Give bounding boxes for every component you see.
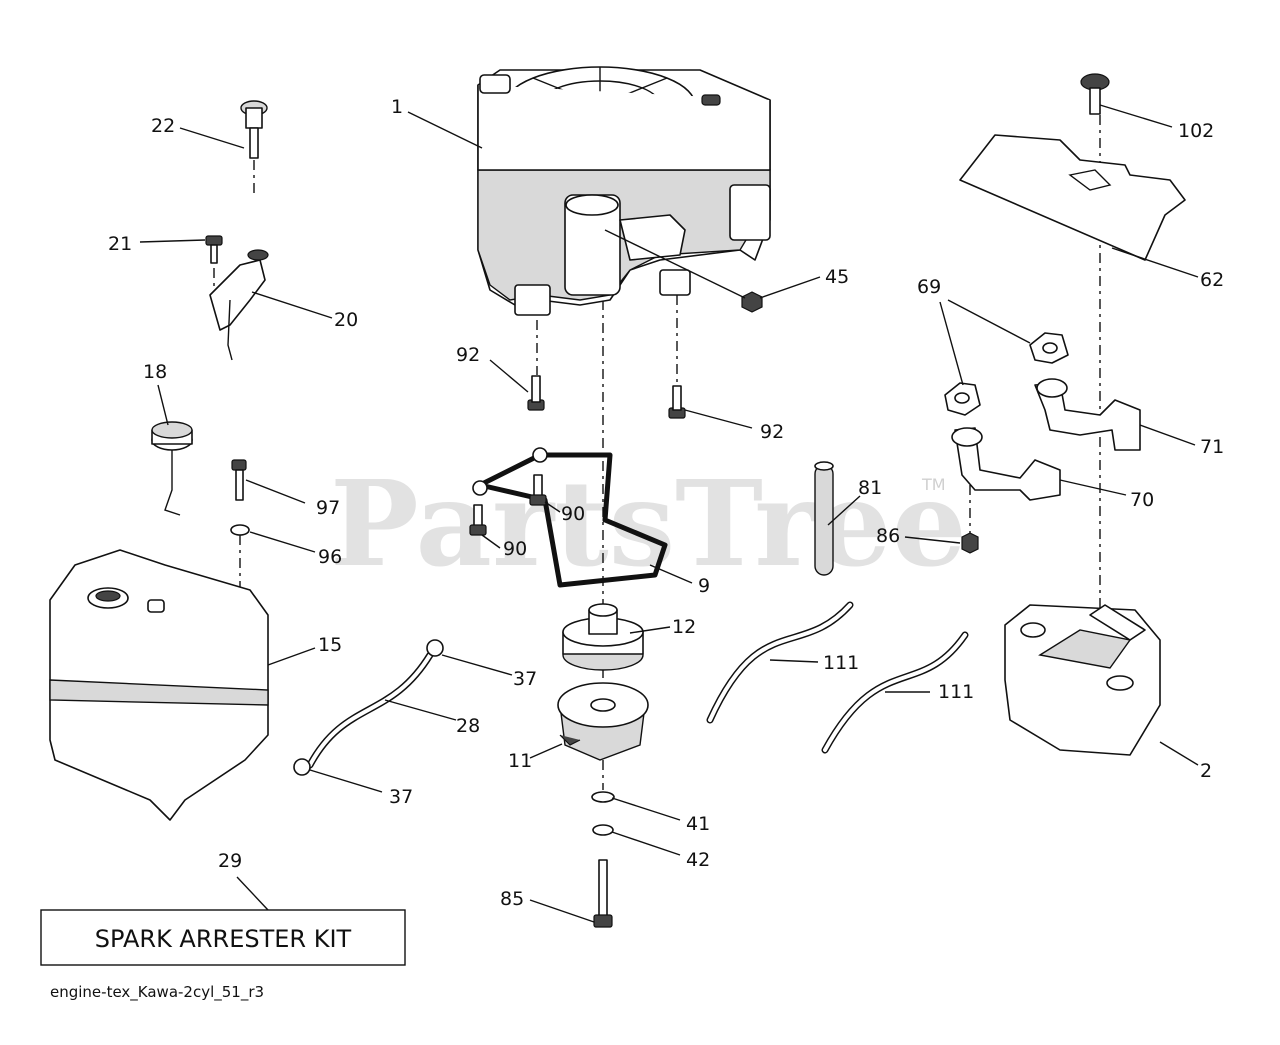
- callout-92-right: 92: [760, 421, 784, 443]
- callout-71: 71: [1200, 436, 1224, 458]
- engine-bolt-left: [527, 375, 545, 411]
- callout-18: 18: [143, 361, 167, 383]
- tank-screw: [231, 459, 247, 501]
- callout-20: 20: [334, 309, 358, 331]
- callout-70: 70: [1130, 489, 1154, 511]
- exhaust-gasket-right: [1029, 332, 1069, 364]
- callout-15: 15: [318, 634, 342, 656]
- hose-111-right: [821, 631, 969, 754]
- leader-lines: [139, 104, 1199, 923]
- bracket-bolt-left: [469, 504, 487, 536]
- callout-92-left: 92: [456, 344, 480, 366]
- callout-28: 28: [456, 715, 480, 737]
- callout-69: 69: [917, 276, 941, 298]
- callout-41: 41: [686, 813, 710, 835]
- choke-knob: [240, 100, 268, 159]
- exhaust-pipe-71: [1034, 382, 1141, 451]
- lock-washer-42: [592, 824, 614, 836]
- watermark-text: PartsTree: [330, 454, 967, 593]
- diagram-file-name: engine-tex_Kawa-2cyl_51_r3: [50, 983, 264, 1002]
- watermark-trademark: TM: [921, 475, 946, 494]
- callout-42: 42: [686, 849, 710, 871]
- shield-knob: [1080, 73, 1110, 115]
- exhaust-pipe-70: [954, 427, 1061, 501]
- hose-clamp-bottom: [293, 758, 311, 776]
- engine-pulley: [562, 603, 644, 671]
- callout-111-left: 111: [823, 652, 859, 674]
- callout-12: 12: [672, 616, 696, 638]
- clutch-bolt: [593, 859, 613, 928]
- engine-nut: [741, 291, 763, 313]
- hose-111-left: [706, 601, 854, 724]
- callout-90-left: 90: [503, 538, 527, 560]
- callout-21: 21: [108, 233, 132, 255]
- engine: [477, 66, 771, 316]
- callout-81: 81: [858, 477, 882, 499]
- callout-labels: 1 2 9 11 12 15 18 20 21 22 28 29 37 37 4…: [108, 96, 1224, 910]
- muffler-nut: [961, 532, 979, 554]
- callout-86: 86: [876, 525, 900, 547]
- callout-37-top: 37: [513, 668, 537, 690]
- callout-11: 11: [508, 750, 532, 772]
- callout-37-bottom: 37: [389, 786, 413, 808]
- callout-62: 62: [1200, 269, 1224, 291]
- fuel-hose: [306, 651, 434, 769]
- tank-washer: [230, 524, 250, 536]
- hose-clamp-top: [426, 639, 444, 657]
- control-bolt: [205, 235, 223, 264]
- heat-shield: [959, 134, 1186, 261]
- callout-2: 2: [1200, 760, 1212, 782]
- bracket-bolt-right: [529, 474, 547, 506]
- callout-97: 97: [316, 497, 340, 519]
- fuel-tank: [49, 549, 269, 821]
- engine-bolt-right: [668, 385, 686, 419]
- callout-22: 22: [151, 115, 175, 137]
- spark-arrester-kit-box: [40, 909, 406, 966]
- spark-arrester-kit-label: SPARK ARRESTER KIT: [95, 925, 352, 953]
- electric-pto-clutch: [557, 682, 649, 761]
- callout-85: 85: [500, 888, 524, 910]
- callout-9: 9: [698, 575, 710, 597]
- washer-41: [591, 791, 615, 803]
- callout-45: 45: [825, 266, 849, 288]
- callout-111-right: 111: [938, 681, 974, 703]
- callout-90-right: 90: [561, 503, 585, 525]
- fuel-cap: [151, 421, 193, 516]
- callout-29: 29: [218, 850, 242, 872]
- muffler: [1004, 604, 1161, 756]
- exhaust-gasket-left: [944, 382, 981, 416]
- tube: [814, 461, 834, 576]
- callout-102: 102: [1178, 120, 1214, 142]
- callout-1: 1: [391, 96, 403, 118]
- callout-96: 96: [318, 546, 342, 568]
- support-bracket-rod: [478, 452, 668, 588]
- throttle-control: [209, 249, 269, 361]
